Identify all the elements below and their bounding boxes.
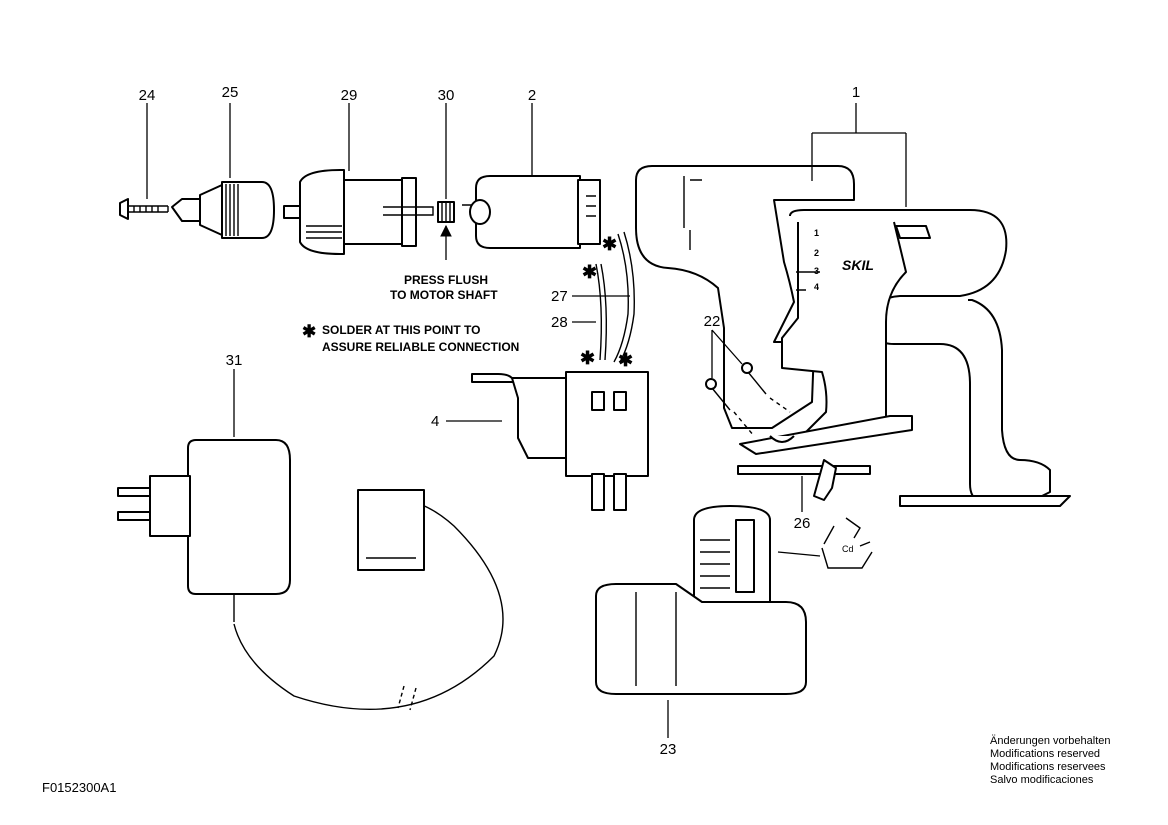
label-30: 30 — [438, 87, 455, 104]
press-note-line-1: PRESS FLUSH — [404, 273, 488, 287]
base-bracket — [739, 415, 913, 455]
label-27: 27 — [551, 288, 568, 305]
modifications-line: Änderungen vorbehalten — [990, 735, 1111, 747]
label-25: 25 — [222, 84, 239, 101]
part-22-screws — [705, 362, 791, 437]
modifications-notice: Änderungen vorbehalten Modifications res… — [990, 735, 1110, 787]
press-flush-note: PRESS FLUSH TO MOTOR SHAFT — [390, 273, 498, 302]
part-1-housing-right: SKIL 1 2 3 4 — [781, 209, 1071, 507]
label-31: 31 — [226, 352, 243, 369]
modifications-line: Modifications reservees — [990, 761, 1106, 773]
part-29-gearbox — [299, 169, 434, 255]
label-26: 26 — [794, 515, 811, 532]
label-1: 1 — [852, 84, 860, 101]
label-23: 23 — [660, 741, 677, 758]
asterisk-icon: ✱ — [582, 262, 597, 282]
part-24-screw — [119, 198, 169, 220]
wire-27 — [613, 231, 635, 363]
battery-top — [693, 505, 771, 611]
part-2-motor — [462, 175, 601, 249]
spindle-stub — [283, 205, 301, 219]
speed-mark: 3 — [814, 266, 819, 276]
asterisk-icon: ✱ — [580, 348, 595, 368]
speed-mark: 2 — [814, 248, 819, 258]
solder-asterisks: ✱ ✱ ✱ ✱ — [580, 234, 633, 370]
solder-note-line-1: SOLDER AT THIS POINT TO — [322, 323, 480, 337]
label-28: 28 — [551, 314, 568, 331]
part-labels: 24 25 29 30 2 1 31 4 27 28 22 26 23 — [139, 84, 861, 758]
asterisk-icon: ✱ — [618, 350, 633, 370]
part-31-charger — [117, 439, 291, 622]
label-22: 22 — [704, 313, 721, 330]
asterisk-icon: ✱ — [302, 322, 316, 341]
label-4: 4 — [431, 413, 439, 430]
recycle-icon: Cd — [821, 517, 873, 569]
part-26-latch — [737, 459, 871, 501]
figure-code: F0152300A1 — [42, 780, 117, 795]
modifications-line: Salvo modificaciones — [990, 774, 1094, 786]
wire-28 — [595, 263, 608, 361]
solder-note: ✱ SOLDER AT THIS POINT TO ASSURE RELIABL… — [302, 322, 519, 354]
part-30-pinion — [437, 201, 455, 260]
battery-plug — [357, 489, 425, 571]
part-25-chuck — [171, 181, 275, 239]
part-23-battery-pack — [595, 583, 807, 695]
speed-mark: 4 — [814, 282, 819, 292]
speed-mark: 1 — [814, 228, 819, 238]
part-4-switch — [471, 371, 649, 511]
brand-logo: SKIL — [842, 257, 874, 273]
charger-cable — [233, 501, 504, 711]
leader-lines — [146, 103, 907, 738]
modifications-line: Modifications reserved — [990, 748, 1101, 760]
label-29: 29 — [341, 87, 358, 104]
label-24: 24 — [139, 87, 156, 104]
asterisk-icon: ✱ — [602, 234, 617, 254]
press-note-line-2: TO MOTOR SHAFT — [390, 288, 498, 302]
label-2: 2 — [528, 87, 536, 104]
solder-note-line-2: ASSURE RELIABLE CONNECTION — [322, 340, 519, 354]
svg-text:Cd: Cd — [842, 544, 854, 554]
